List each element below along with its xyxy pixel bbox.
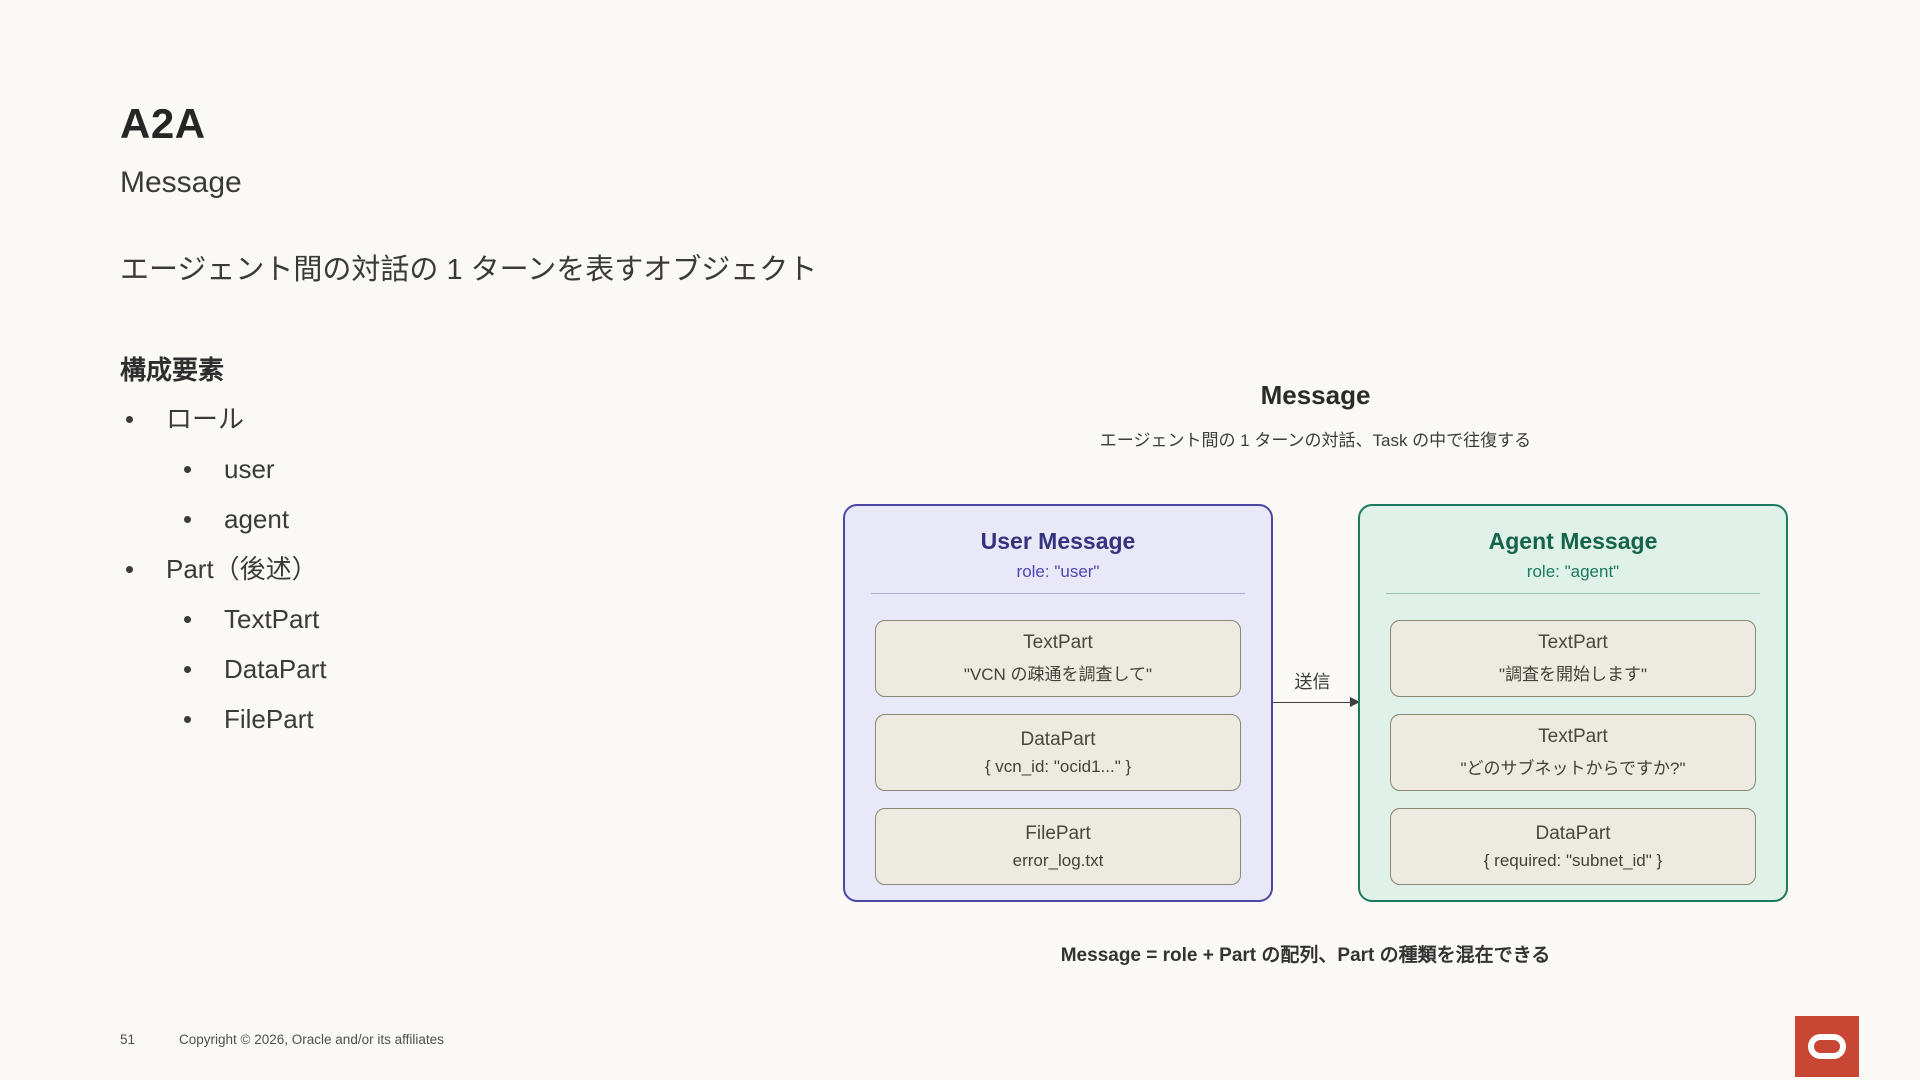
part-name: FilePart <box>1025 822 1091 844</box>
part-name: TextPart <box>1023 632 1093 653</box>
bullet-icon <box>184 716 191 723</box>
list-item-label: DataPart <box>224 654 327 684</box>
part-value: "どのサブネットからですか?" <box>1460 759 1686 778</box>
page-title: A2A <box>120 100 206 147</box>
list-item-label: user <box>224 454 275 484</box>
page-number: 51 <box>120 1032 136 1047</box>
bullet-icon <box>184 516 191 523</box>
message-diagram: Message エージェント間の 1 ターンの対話、Task の中で往復する U… <box>843 376 1788 976</box>
bullet-icon <box>126 416 133 423</box>
part-name: DataPart <box>1020 728 1096 750</box>
bullet-icon <box>184 666 191 673</box>
part-name: TextPart <box>1538 632 1608 653</box>
part-box-textpart: TextPart "調査を開始します" <box>1390 620 1756 697</box>
lead-text: エージェント間の対話の 1 ターンを表すオブジェクト <box>120 254 818 286</box>
part-box-textpart: TextPart "どのサブネットからですか?" <box>1390 714 1756 791</box>
copyright-text: Copyright © 2026, Oracle and/or its affi… <box>179 1032 444 1047</box>
part-box-datapart: DataPart { required: "subnet_id" } <box>1390 808 1756 885</box>
separator <box>1386 593 1760 594</box>
list-item: FilePart <box>120 694 680 744</box>
part-value: "調査を開始します" <box>1498 665 1648 684</box>
arrow-line <box>1273 697 1360 707</box>
diagram-caption: Message = role + Part の配列、Part の種類を混在できる <box>1060 945 1551 966</box>
footer: 51 Copyright © 2026, Oracle and/or its a… <box>120 1032 444 1047</box>
list-item: DataPart <box>120 644 680 694</box>
part-value: { required: "subnet_id" } <box>1483 850 1663 870</box>
list-item-label: TextPart <box>224 604 320 634</box>
page-subtitle: Message <box>120 166 242 199</box>
bullet-list: ロール user agent Part（後述） TextPart DataPar… <box>120 394 680 744</box>
list-item: agent <box>120 494 680 544</box>
list-item: user <box>120 444 680 494</box>
part-name: DataPart <box>1535 822 1611 844</box>
user-message-role: role: "user" <box>1016 562 1100 581</box>
part-value: { vcn_id: "ocid1..." } <box>984 756 1132 776</box>
user-parts: TextPart "VCN の疎通を調査して" DataPart { vcn_i… <box>875 620 1241 885</box>
part-name: TextPart <box>1538 726 1608 747</box>
send-arrow-label: 送信 <box>1294 672 1331 692</box>
bullet-icon <box>184 616 191 623</box>
part-box-textpart: TextPart "VCN の疎通を調査して" <box>875 620 1241 697</box>
part-box-filepart: FilePart error_log.txt <box>875 808 1241 885</box>
bullet-icon <box>126 566 133 573</box>
list-item: TextPart <box>120 594 680 644</box>
list-item-label: FilePart <box>224 704 314 734</box>
list-item-label: Part（後述） <box>166 554 318 584</box>
send-arrow: 送信 <box>1273 668 1360 712</box>
agent-message-title: Agent Message <box>1488 528 1658 554</box>
agent-parts: TextPart "調査を開始します" TextPart "どのサブネットからで… <box>1390 620 1756 885</box>
list-item: ロール <box>120 394 680 444</box>
user-message-box: User Message role: "user" TextPart "VCN … <box>843 504 1273 902</box>
agent-message-box: Agent Message role: "agent" TextPart "調査… <box>1358 504 1788 902</box>
section-heading: 構成要素 <box>120 355 225 385</box>
diagram-title: Message <box>1260 380 1371 410</box>
arrow-head-icon <box>1350 697 1360 707</box>
bullet-icon <box>184 466 191 473</box>
list-item: Part（後述） <box>120 544 680 594</box>
user-message-title: User Message <box>980 528 1136 554</box>
part-value: "VCN の疎通を調査して" <box>963 665 1153 684</box>
separator <box>871 593 1245 594</box>
part-box-datapart: DataPart { vcn_id: "ocid1..." } <box>875 714 1241 791</box>
list-item-label: ロール <box>166 404 245 434</box>
diagram-subtitle: エージェント間の 1 ターンの対話、Task の中で往復する <box>1099 431 1532 450</box>
oracle-o-icon <box>1808 1034 1846 1059</box>
list-item-label: agent <box>224 504 290 534</box>
oracle-logo <box>1795 1016 1859 1077</box>
part-value: error_log.txt <box>1012 850 1104 870</box>
agent-message-role: role: "agent" <box>1526 562 1620 581</box>
